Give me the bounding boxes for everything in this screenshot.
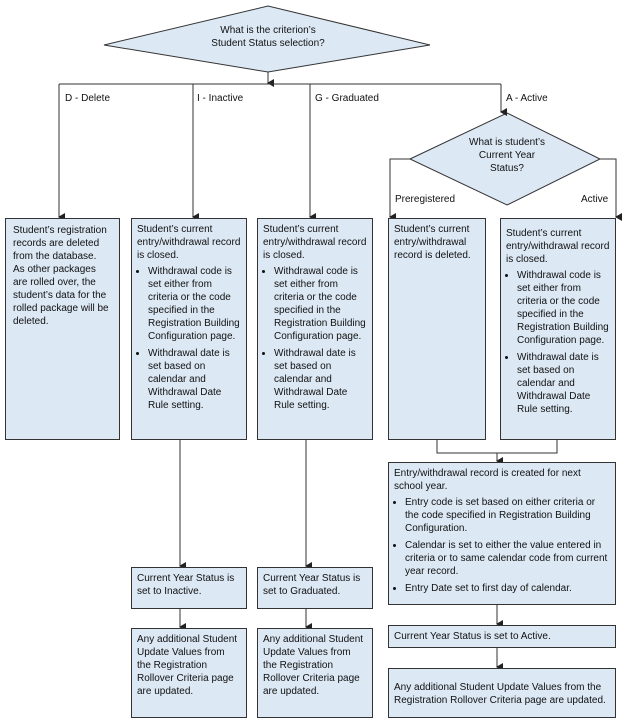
status-active-box: Current Year Status is set to Active.: [388, 625, 616, 648]
delete-box: Student’s registration records are delet…: [5, 218, 120, 440]
closed-bullet: Withdrawal code is set either from crite…: [517, 269, 610, 347]
decision-diamond-main: [103, 5, 431, 73]
update-box-inactive: Any additional Student Update Values fro…: [131, 628, 247, 718]
branch-label-inactive: I - Inactive: [197, 93, 244, 104]
update-box-active: Any additional Student Update Values fro…: [388, 668, 616, 718]
branch-label-graduated: G - Graduated: [315, 93, 379, 104]
new-record-bullet: Entry Date set to first day of calendar.: [405, 582, 610, 595]
closed-bullet: Withdrawal date is set based on calendar…: [148, 347, 241, 412]
delete-text: Student’s registration records are delet…: [13, 225, 107, 262]
status-text: Current Year Status is set to Inactive.: [137, 573, 235, 597]
prereg-text: Student’s current entry/withdrawal recor…: [394, 224, 471, 261]
update-text: Any additional Student Update Values fro…: [394, 682, 606, 706]
active-decision-line: Current Year: [478, 150, 536, 161]
update-box-graduated: Any additional Student Update Values fro…: [257, 628, 373, 718]
preregistered-box: Student’s current entry/withdrawal recor…: [388, 218, 486, 440]
delete-text-2: As other packages are rolled over, the s…: [13, 264, 109, 327]
closed-bullet: Withdrawal code is set either from crite…: [148, 265, 241, 343]
new-record-title: Entry/withdrawal record is created for n…: [394, 468, 581, 492]
update-text: Any additional Student Update Values fro…: [263, 634, 364, 697]
new-record-box: Entry/withdrawal record is created for n…: [388, 462, 616, 605]
new-record-bullet: Calendar is set to either the value ente…: [405, 539, 610, 578]
update-text: Any additional Student Update Values fro…: [137, 634, 238, 697]
branch-label-delete: D - Delete: [65, 93, 111, 104]
closed-title: Student’s current entry/withdrawal recor…: [263, 224, 367, 261]
status-text: Current Year Status is set to Active.: [394, 631, 551, 642]
inactive-closed-box: Student’s current entry/withdrawal recor…: [131, 218, 247, 440]
closed-bullet: Withdrawal code is set either from crite…: [274, 265, 367, 343]
closed-bullet: Withdrawal date is set based on calendar…: [274, 347, 367, 412]
active-decision-line: Status?: [490, 163, 524, 174]
main-decision-line: Student Status selection?: [211, 38, 325, 49]
branch-label-sub-active: Active: [581, 194, 609, 205]
active-decision-line: What is student’s: [469, 137, 545, 148]
branch-label-active: A - Active: [506, 93, 548, 104]
graduated-closed-box: Student’s current entry/withdrawal recor…: [257, 218, 373, 440]
status-inactive-box: Current Year Status is set to Inactive.: [131, 567, 247, 609]
active-closed-box: Student’s current entry/withdrawal recor…: [500, 218, 616, 440]
main-decision-text: What is the criterion’s Student Status s…: [168, 24, 368, 50]
new-record-bullet: Entry code is set based on either criter…: [405, 496, 610, 535]
branch-label-preregistered: Preregistered: [395, 194, 456, 205]
active-decision-text: What is student’s Current Year Status?: [447, 136, 567, 175]
main-decision-line: What is the criterion’s: [220, 25, 316, 36]
closed-title: Student’s current entry/withdrawal recor…: [137, 224, 241, 261]
closed-title: Student’s current entry/withdrawal recor…: [506, 228, 610, 265]
status-graduated-box: Current Year Status is set to Graduated.: [257, 567, 373, 609]
closed-bullet: Withdrawal date is set based on calendar…: [517, 351, 610, 416]
status-text: Current Year Status is set to Graduated.: [263, 573, 361, 597]
